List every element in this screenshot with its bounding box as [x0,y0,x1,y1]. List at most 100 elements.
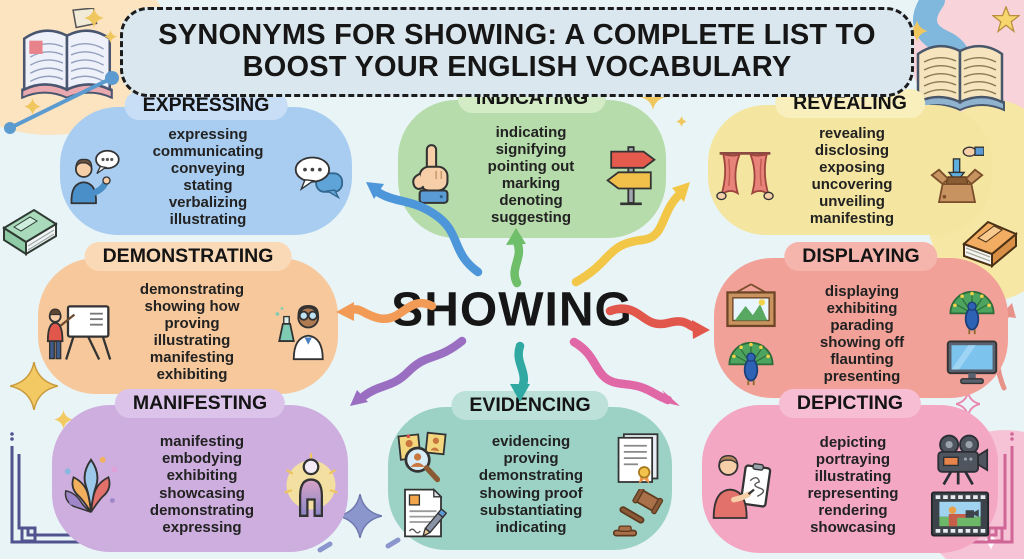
speaking-person-icon [70,149,120,205]
synonym: exhibiting [826,299,898,317]
sparkle-icon [338,494,382,538]
synonym: presenting [823,368,901,386]
synonym: exposing [819,158,885,176]
synonym: uncovering [811,176,893,193]
synonym-list: depicting portraying illustrating repres… [778,434,928,537]
synonym: demonstrating [149,501,255,519]
closed-book-icon [962,220,1018,268]
synonym: suggesting [490,209,571,227]
synonym: showing how [144,297,240,315]
title-banner: SYNONYMS FOR SHOWING: A COMPLETE LIST TO… [120,7,914,97]
synonym: demonstrating [478,467,584,485]
synonym: verbalizing [168,194,248,212]
synonym: stating [183,177,233,194]
synonym: showing proof [479,484,583,502]
synonym: illustrating [153,332,231,349]
gavel-icon [612,488,664,537]
synonym: depicting [819,433,887,451]
sparkle-icon [956,392,980,416]
synonym-list: evidencing proving demonstrating showing… [452,433,610,536]
sparkle-icon [10,362,58,410]
filmstrip-icon [930,491,990,537]
monitor-icon [946,340,998,385]
synonym: evidencing [491,433,571,451]
connector-line [4,71,119,134]
signpost-icon [606,146,656,206]
synonym: conveying [170,159,246,177]
category-pill: DEPICTING [778,389,922,418]
sparkle-icon [906,20,928,42]
synonym-list: revealing disclosing exposing uncovering… [776,125,928,228]
category-box-indicating: INDICATING indicating signifying pointin… [398,84,666,238]
synonym: substantiating [479,501,583,519]
category-pill: DISPLAYING [784,242,938,271]
sparkle-dash [317,537,401,553]
synonym: disclosing [814,141,890,159]
category-box-evidencing: EVIDENCING [388,391,672,550]
synonym: showcasing [810,519,896,537]
synonym: proving [164,314,220,332]
star-icon [992,6,1020,34]
synonym: manifesting [149,349,235,367]
synonym: illustrating [169,211,247,229]
title-line-2: BOOST YOUR ENGLISH VOCABULARY [242,51,792,83]
category-box-expressing: EXPRESSING expressing communicating conv… [60,91,352,235]
splash-icon [64,456,118,513]
category-pill: DEMONSTRATING [84,242,292,271]
synonym: proving [503,450,559,468]
synonym: revealing [819,124,885,142]
synonym: rendering [818,502,888,520]
synonym: expressing [162,518,242,536]
picture-frame-icon [726,283,776,328]
arrow-to-indicating [510,237,524,288]
synonym: representing [807,485,899,502]
synonym: denoting [499,192,563,210]
synonym-list: displaying exhibiting parading showing o… [782,283,942,386]
synonym-list: indicating signifying pointing out marki… [460,124,602,227]
center-word: SHOWING [391,283,633,337]
synonym: unveiling [819,193,885,211]
arrow-to-evidencing [514,341,529,395]
open-book-icon [21,8,113,100]
synonym: exhibiting [156,366,228,384]
sparkle-icon [54,410,73,429]
synonym: indicating [495,518,567,536]
synonym: manifesting [159,433,245,451]
film-camera-icon [937,434,989,486]
open-box-icon [930,146,984,203]
category-pill: MANIFESTING [114,389,286,418]
synonym: parading [830,316,894,334]
glowing-person-icon [284,452,338,517]
synonym: communicating [152,142,264,160]
sparkle-icon [676,116,687,127]
magnifier-photos-icon [397,431,447,482]
speech-bubbles-icon [294,156,344,200]
synonym: exhibiting [166,467,238,485]
category-box-revealing: REVEALING revealing disclosing exposing … [708,89,992,235]
document-pen-icon [404,487,447,537]
peacock-icon [949,290,995,335]
synonym: pointing out [487,157,575,175]
synonym: portraying [815,450,891,468]
synonym-list: demonstrating showing how proving illust… [114,281,270,384]
sparkle-icon [640,84,666,110]
synonym: manifesting [809,210,895,228]
synonym: illustrating [814,467,892,485]
certificate-icon [617,432,659,484]
closed-book-icon [2,208,58,256]
curtain-icon [716,151,774,201]
title-line-1: SYNONYMS FOR SHOWING: A COMPLETE LIST TO [158,19,876,52]
synonym: marking [501,175,561,192]
sparkle-icon [104,30,117,43]
category-box-depicting: DEPICTING depicting port [702,389,998,553]
sketching-person-icon [712,454,772,519]
synonym: displaying [824,282,900,300]
sparkle-icon [24,98,41,115]
synonym-list: expressing communicating conveying stati… [126,126,290,229]
peacock-icon [728,341,774,386]
arrow-to-manifesting [359,336,467,401]
whiteboard-teacher-icon [46,305,112,360]
category-box-demonstrating: DEMONSTRATING [38,242,338,394]
synonym-list: manifesting embodying exhibiting showcas… [124,433,280,536]
